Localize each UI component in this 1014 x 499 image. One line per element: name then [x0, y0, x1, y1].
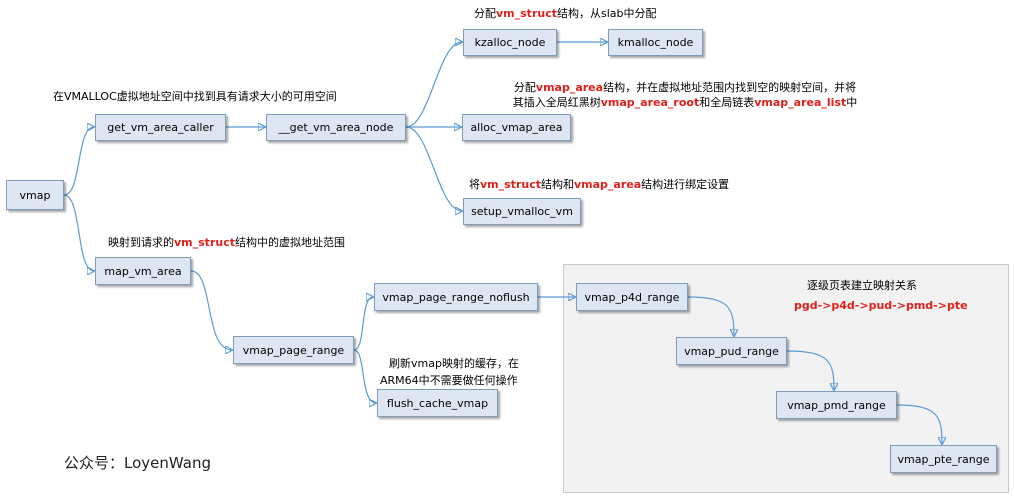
note-highlight: vmap_area_root: [600, 96, 700, 109]
note-pgtable-title: 逐级页表建立映射关系: [807, 279, 917, 292]
node-flush-cache-vmap: flush_cache_vmap: [377, 389, 498, 417]
node-label: __get_vm_area_node: [278, 121, 394, 134]
node-label: vmap_pud_range: [684, 344, 779, 358]
node-label: get_vm_area_caller: [107, 121, 214, 134]
node-label: kzalloc_node: [474, 36, 546, 49]
node-label: vmap_page_range_noflush: [382, 290, 530, 304]
note-pgtable-chain: pgd->p4d->pud->pmd->pte: [794, 299, 968, 312]
note-highlight: vm_struct: [174, 236, 235, 249]
note-text: 其插入全局红黑树: [512, 96, 601, 109]
edge-range-noflush: [353, 297, 373, 351]
node-vmap-p4d-range: vmap_p4d_range: [576, 283, 688, 311]
node-label: vmap_pte_range: [897, 452, 990, 466]
note-highlight: vmap_area: [535, 81, 604, 94]
note-setup: 将vm_struct结构和vmap_area结构进行绑定设置: [469, 177, 729, 192]
edge-range-flush: [353, 349, 376, 403]
note-text: 和全局链表: [699, 96, 755, 109]
edge-pud-pmd: [786, 350, 834, 390]
node-kmalloc-node: kmalloc_node: [608, 29, 703, 56]
node-label: vmap_pmd_range: [787, 398, 886, 412]
note-text: 映射到请求的: [108, 236, 174, 249]
node-label: alloc_vmap_area: [470, 121, 563, 134]
note-flush-line-2: ARM64中不需要做任何操作: [380, 374, 518, 387]
edge-p4d-pud: [687, 296, 734, 336]
note-flush-line-1: 刷新vmap映射的缓存，在: [389, 357, 519, 370]
node-label: kmalloc_node: [617, 36, 694, 49]
node-setup-vmalloc-vm: setup_vmalloc_vm: [463, 198, 581, 225]
edge-node-setup: [405, 126, 462, 211]
note-text: 结构进行绑定设置: [641, 178, 730, 191]
node-vmap-pte-range: vmap_pte_range: [890, 445, 997, 473]
node-get-vm-area-node: __get_vm_area_node: [266, 114, 406, 141]
note-highlight: vmap_area_list: [754, 96, 847, 109]
edge-node-kzalloc: [405, 42, 462, 128]
node-label: vmap_page_range: [242, 343, 345, 357]
node-kzalloc-node: kzalloc_node: [463, 29, 557, 56]
watermark: 公众号：LoyenWang: [64, 454, 211, 472]
note-text: 分配: [513, 81, 536, 94]
node-label: map_vm_area: [104, 264, 182, 278]
node-label: setup_vmalloc_vm: [471, 205, 573, 218]
note-get-vm-area: 在VMALLOC虚拟地址空间中找到具有请求大小的可用空间: [53, 90, 337, 103]
note-text: 结构，从slab中分配: [556, 7, 657, 20]
edge-vmap-get_vm_area_caller: [63, 127, 94, 196]
edge-map-range: [190, 270, 232, 350]
node-label: vmap: [19, 188, 51, 202]
note-text: 结构和: [540, 178, 574, 191]
note-text: 中: [846, 96, 858, 109]
edge-pmd-pte: [896, 404, 942, 444]
node-label: flush_cache_vmap: [386, 396, 489, 410]
node-map-vm-area: map_vm_area: [95, 257, 191, 285]
node-vmap-pud-range: vmap_pud_range: [676, 337, 787, 365]
edge-vmap-map_vm_area: [63, 194, 94, 271]
note-text: 结构，并在虚拟地址范围内找到空的映射空间，并将: [603, 81, 857, 94]
node-vmap: vmap: [6, 180, 64, 210]
note-kzalloc: 分配vm_struct结构，从slab中分配: [474, 6, 657, 21]
node-vmap-page-range-noflush: vmap_page_range_noflush: [374, 283, 538, 311]
node-label: vmap_p4d_range: [584, 290, 680, 304]
note-line-1: 分配vmap_area结构，并在虚拟地址范围内找到空的映射空间，并将: [445, 80, 925, 95]
node-vmap-pmd-range: vmap_pmd_range: [776, 391, 897, 419]
note-text: 将: [469, 178, 480, 191]
note-map-vm-area: 映射到请求的vm_struct结构中的虚拟地址范围: [108, 235, 345, 250]
node-alloc-vmap-area: alloc_vmap_area: [462, 114, 571, 141]
note-highlight: vmap_area: [573, 178, 642, 191]
note-alloc-vmap-area: 分配vmap_area结构，并在虚拟地址范围内找到空的映射空间，并将 其插入全局…: [445, 80, 925, 110]
node-vmap-page-range: vmap_page_range: [233, 336, 354, 364]
note-highlight: vm_struct: [496, 7, 557, 20]
note-text: 分配: [474, 7, 496, 20]
note-line-2: 其插入全局红黑树vmap_area_root和全局链表vmap_area_lis…: [445, 95, 925, 110]
node-get-vm-area-caller: get_vm_area_caller: [95, 114, 226, 141]
note-highlight: vm_struct: [480, 178, 541, 191]
note-text: 结构中的虚拟地址范围: [234, 236, 345, 249]
